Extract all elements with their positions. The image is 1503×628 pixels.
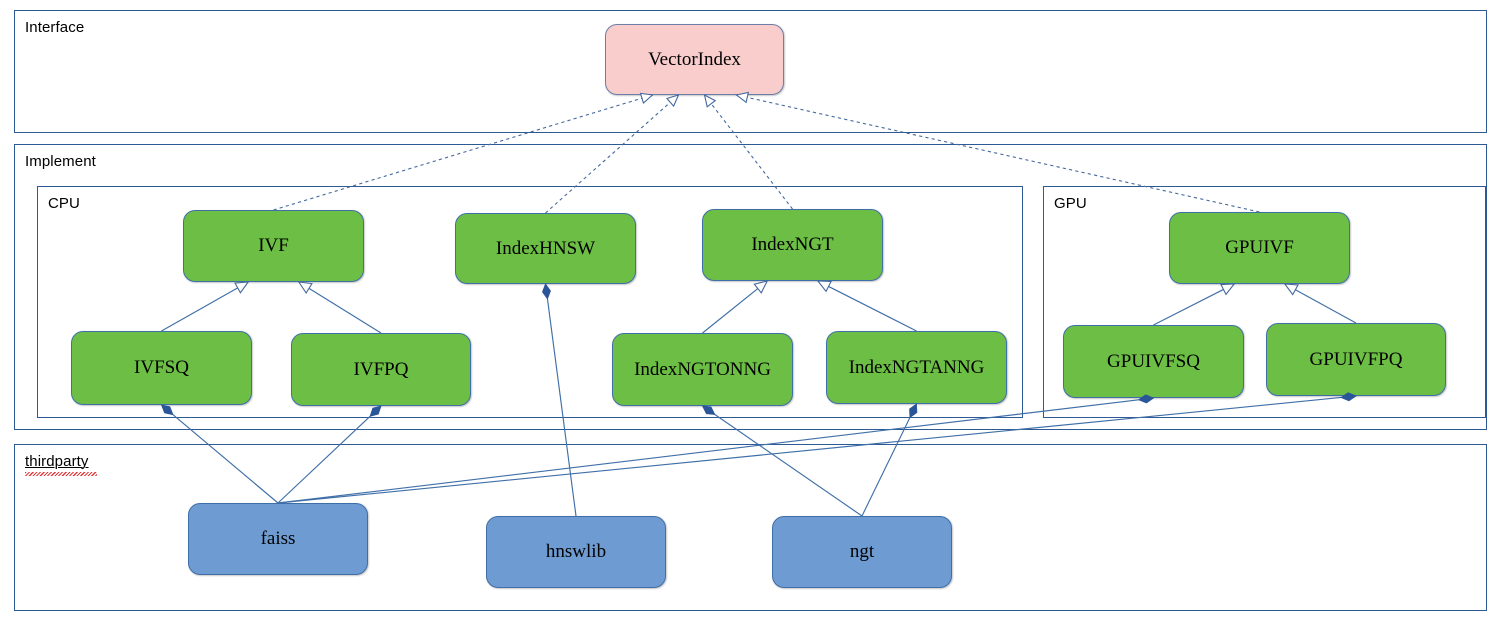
class-node-label: GPUIVF — [1225, 237, 1294, 258]
relation-composition-hnswlib-to-indexhnsw — [546, 298, 577, 517]
class-node-faiss[interactable]: faiss — [188, 503, 368, 575]
class-node-label: GPUIVFSQ — [1107, 350, 1200, 372]
class-node-label: IndexNGT — [751, 234, 834, 255]
relation-composition-faiss-to-gpuivfpq — [277, 396, 1342, 504]
class-node-ivf[interactable]: IVF — [183, 210, 364, 282]
package-gpu — [1043, 186, 1486, 418]
class-node-ivfsq[interactable]: IVFSQ — [71, 331, 252, 405]
relation-generalization-indexngtonng-to-indexngt — [702, 288, 759, 334]
class-node-indexngtonng[interactable]: IndexNGTONNG — [612, 333, 793, 406]
relation-composition-ngt-to-indexngtanng — [861, 417, 911, 517]
relation-generalization-ivfsq-to-ivf-arrowhead — [234, 281, 250, 294]
package-interface — [14, 10, 1487, 133]
class-node-label: faiss — [260, 528, 296, 549]
relation-realization-indexngt-to-vectorindex-arrowhead — [703, 93, 717, 108]
relation-generalization-ivfpq-to-ivf — [308, 287, 382, 334]
class-node-indexhnsw[interactable]: IndexHNSW — [455, 213, 636, 284]
package-cpu — [37, 186, 1023, 418]
relation-generalization-gpuivfpq-to-gpuivf — [1295, 289, 1357, 324]
class-node-indexngt[interactable]: IndexNGT — [702, 209, 883, 281]
class-node-label: ngt — [849, 541, 875, 562]
relation-generalization-gpuivfpq-to-gpuivf-arrowhead — [1283, 283, 1299, 296]
relation-realization-gpuivf-to-vectorindex-arrowhead — [735, 91, 750, 104]
package-label-thirdparty: thirdparty — [25, 453, 89, 470]
relation-composition-hnswlib-to-indexhnsw-diamond — [542, 283, 551, 300]
relation-generalization-indexngtanng-to-indexngt-arrowhead — [816, 280, 832, 293]
relation-realization-indexhnsw-to-vectorindex-arrowhead — [665, 94, 680, 108]
class-node-label: GPUIVFPQ — [1309, 348, 1403, 370]
relation-composition-faiss-to-ivfsq — [172, 414, 279, 504]
package-label-implement: Implement — [25, 153, 96, 170]
class-node-label: IndexNGTONNG — [634, 358, 771, 380]
class-node-ivfpq[interactable]: IVFPQ — [291, 333, 471, 406]
relation-realization-ivf-to-vectorindex-arrowhead — [639, 92, 654, 105]
class-node-label: VectorIndex — [648, 48, 741, 70]
relation-composition-faiss-to-ivfpq-diamond — [369, 405, 382, 417]
relation-realization-indexngt-to-vectorindex — [710, 103, 793, 210]
class-node-label: IVF — [258, 235, 289, 256]
relation-generalization-gpuivfsq-to-gpuivf — [1153, 288, 1224, 326]
relation-composition-ngt-to-indexngtonng-diamond — [701, 405, 716, 415]
class-node-indexngtanng[interactable]: IndexNGTANNG — [826, 331, 1007, 404]
class-node-gpuivfpq[interactable]: GPUIVFPQ — [1266, 323, 1446, 396]
package-label-interface: Interface — [25, 19, 85, 36]
spellcheck-underline-thirdparty — [25, 472, 97, 476]
relation-composition-ngt-to-indexngtonng — [714, 414, 863, 517]
package-implement — [14, 144, 1487, 430]
relation-generalization-ivfpq-to-ivf-arrowhead — [297, 281, 313, 295]
relation-generalization-gpuivfsq-to-gpuivf-arrowhead — [1220, 283, 1236, 296]
relation-realization-indexhnsw-to-vectorindex — [545, 101, 671, 214]
relation-composition-ngt-to-indexngtanng-diamond — [909, 403, 918, 419]
class-node-label: hnswlib — [545, 541, 607, 562]
relation-realization-gpuivf-to-vectorindex — [747, 96, 1260, 213]
class-node-hnswlib[interactable]: hnswlib — [486, 516, 666, 588]
package-label-cpu: CPU — [48, 195, 80, 212]
relation-composition-faiss-to-gpuivfsq-diamond — [1137, 394, 1155, 404]
class-node-vectorindex[interactable]: VectorIndex — [605, 24, 784, 95]
class-node-label: IndexNGTANNG — [848, 356, 985, 378]
relation-generalization-ivfsq-to-ivf — [161, 287, 238, 332]
relation-composition-faiss-to-gpuivfsq — [277, 399, 1139, 504]
package-thirdparty — [14, 444, 1487, 611]
relation-composition-faiss-to-gpuivfpq-diamond — [1340, 392, 1357, 402]
class-node-label: IVFPQ — [353, 358, 409, 380]
relation-generalization-indexngtonng-to-indexngt-arrowhead — [753, 280, 769, 294]
class-node-gpuivfsq[interactable]: GPUIVFSQ — [1063, 325, 1244, 398]
package-label-gpu: GPU — [1054, 195, 1087, 212]
class-node-label: IVFSQ — [134, 357, 189, 378]
class-node-label: IndexHNSW — [495, 237, 596, 259]
relation-composition-faiss-to-ivfsq-diamond — [160, 404, 174, 416]
class-node-gpuivf[interactable]: GPUIVF — [1169, 212, 1350, 284]
relation-composition-faiss-to-ivfpq — [277, 415, 371, 504]
relation-generalization-indexngtanng-to-indexngt — [828, 285, 917, 332]
relation-realization-ivf-to-vectorindex — [273, 97, 643, 211]
class-node-ngt[interactable]: ngt — [772, 516, 952, 588]
